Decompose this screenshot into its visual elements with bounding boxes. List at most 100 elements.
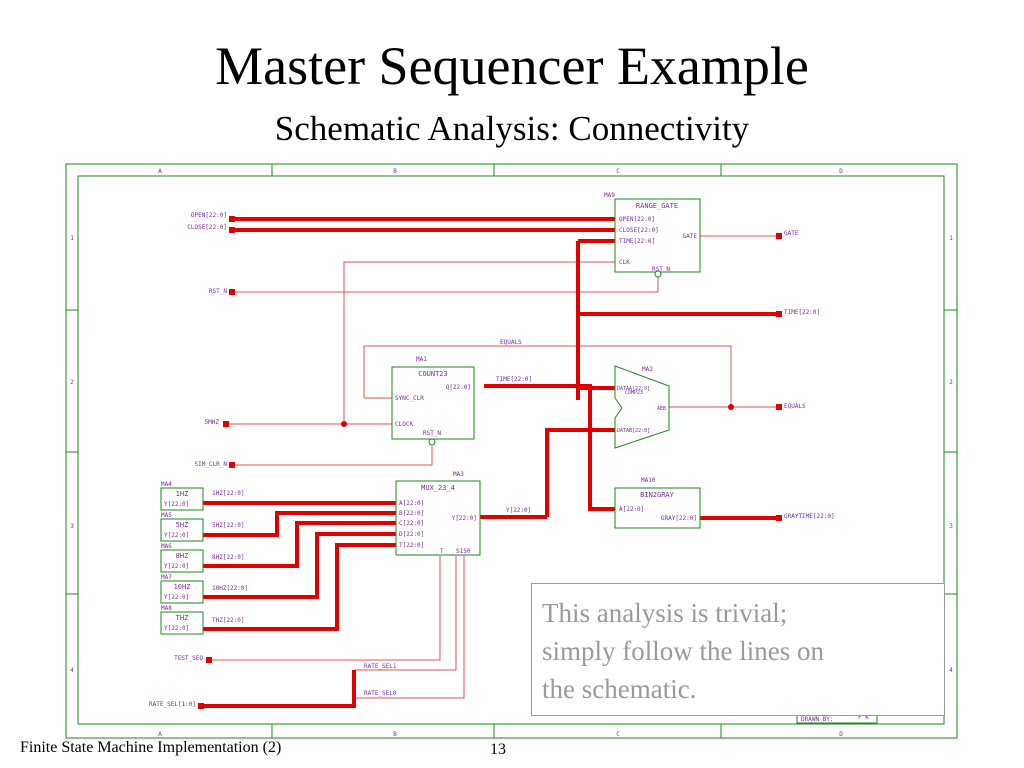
bubbles [428,270,662,446]
junction-equals [728,404,734,410]
const-8hz-ref: MA6 [161,543,172,550]
block-mux [395,480,481,556]
range-gate-pin-time: TIME[22:0] [619,238,655,245]
bin2gray-in: A[22:0] [619,506,644,513]
count23-ref: MA1 [416,356,427,363]
net-5hz: 5HZ[22:0] [212,522,245,529]
frame-col-a: A [158,168,162,175]
frame-col-d-bottom: D [839,731,843,738]
bus-thz [203,543,396,631]
label-gate-out: GATE [784,230,799,237]
const-1hz-name: 1HZ [176,490,189,498]
label-graytime-out: GRAYTIME[22:0] [784,513,835,520]
bus-count-to-gray [484,384,615,511]
count23-name: COUNT23 [418,370,448,378]
count23-out: Q[22:0] [446,384,471,391]
frame-col-d: D [839,168,843,175]
net-10hz: 10HZ[22:0] [212,585,248,592]
frame-row-3-right: 3 [949,523,953,530]
frame-labels: A B C D A B C D 1 2 3 4 1 2 3 4 [70,168,953,738]
net-rate-sel1: RATE_SEL1 [364,663,397,670]
bus-8hz [203,521,396,568]
count23-rst: RST_N [423,430,441,437]
frame-row-2: 2 [70,379,74,386]
const-1hz-ref: MA4 [161,481,172,488]
mux-bottom-s: S1S0 [456,548,471,555]
port-labels: OPEN[22:0] CLOSE[22:0] RST_N 5MHZ SIM_CL… [149,212,835,708]
bus-5hz [203,511,396,537]
bin2gray-name: BIN2GRAY [640,491,675,499]
comp23-pin-datab: DATAB[22:0] [617,428,650,434]
port-terminals [198,216,782,709]
const-thz-name: THZ [176,614,189,622]
mux-pin-a: A[22:0] [399,500,424,507]
frame-col-a-bottom: A [158,731,162,738]
block-bin2gray [614,487,701,529]
block-const-1hz [160,487,204,511]
const-thz-ref: MA8 [161,605,172,612]
count23-pin-sync-clr: SYNC_CLR [395,395,424,402]
label-test-seq: TEST_SEQ [174,655,203,662]
net-labels: EQUALS TIME[22:0] Y[22:0] 1HZ[22:0] 5HZ[… [212,339,532,697]
wire-rate-sel0 [354,556,465,699]
callout-line-2: simply follow the lines on [542,636,824,666]
wire-clk [343,261,615,424]
range-gate-ref: MA9 [604,192,615,199]
block-comp23 [614,365,670,449]
const-1hz-out: Y[22:0] [164,501,189,508]
net-y: Y[22:0] [506,507,531,514]
block-labels: MA9 RANGE_GATE OPEN[22:0] CLOSE[22:0] TI… [161,192,869,723]
label-time-out: TIME[22:0] [784,309,820,316]
wire-test-seq [211,556,441,661]
wire-equals-feedback [363,345,732,407]
const-10hz-name: 10HZ [174,583,191,591]
block-count23 [391,366,475,440]
mux-pin-c: C[22:0] [399,520,424,527]
bus-10hz [203,532,396,599]
label-rate-sel: RATE_SEL[1:0] [149,701,196,708]
frame-col-b: B [393,168,397,175]
const-8hz-name: 8HZ [176,552,189,560]
range-gate-out: GATE [683,233,698,240]
block-const-thz [160,611,204,635]
frame-row-3: 3 [70,523,74,530]
frame-row-4: 4 [70,667,74,674]
mux-pin-d: D[22:0] [399,531,424,538]
mux-bottom-t: T [440,548,444,555]
const-8hz-out: Y[22:0] [164,563,189,570]
frame-row-1-right: 1 [949,235,953,242]
comp23-out: AEB [657,406,666,412]
footer-text: Finite State Machine Implementation (2) [20,739,282,756]
label-rst-n: RST_N [209,288,227,295]
const-5hz-out: Y[22:0] [164,532,189,539]
junction-clk [341,421,347,427]
range-gate-pin-clk: CLK [619,259,630,266]
wire-rst-n-range [234,277,659,293]
wire-rst-n-count [234,446,433,466]
callout-note: This analysis is trivial; simply follow … [531,583,945,716]
net-time-mid: TIME[22:0] [496,376,532,383]
range-gate-name: RANGE_GATE [636,202,678,210]
callout-line-1: This analysis is trivial; [542,598,788,628]
junctions [341,404,734,427]
frame-col-c-bottom: C [616,731,620,738]
range-gate-pin-close: CLOSE[22:0] [619,227,659,234]
label-sim-clr-n: SIM_CLR_N [194,461,227,468]
slide-subtitle: Schematic Analysis: Connectivity [274,109,750,148]
frame-row-4-right: 4 [949,667,953,674]
blocks [160,198,878,724]
bus-y-to-comp [545,428,615,517]
drawn-by-label: DRAWN BY: [801,716,834,723]
net-equals: EQUALS [500,339,522,346]
frame-row-1: 1 [70,235,74,242]
const-10hz-out: Y[22:0] [164,594,189,601]
label-open: OPEN[22:0] [191,212,227,219]
slide-title: Master Sequencer Example [215,36,809,96]
frame-col-b-bottom: B [393,731,397,738]
const-5hz-name: 5HZ [176,521,189,529]
drawn-by-value: F K [858,714,869,721]
comp23-pin-dataa: DATAA[22:0] [617,386,650,392]
block-const-10hz [160,580,204,604]
range-gate-pin-open: OPEN[22:0] [619,216,655,223]
